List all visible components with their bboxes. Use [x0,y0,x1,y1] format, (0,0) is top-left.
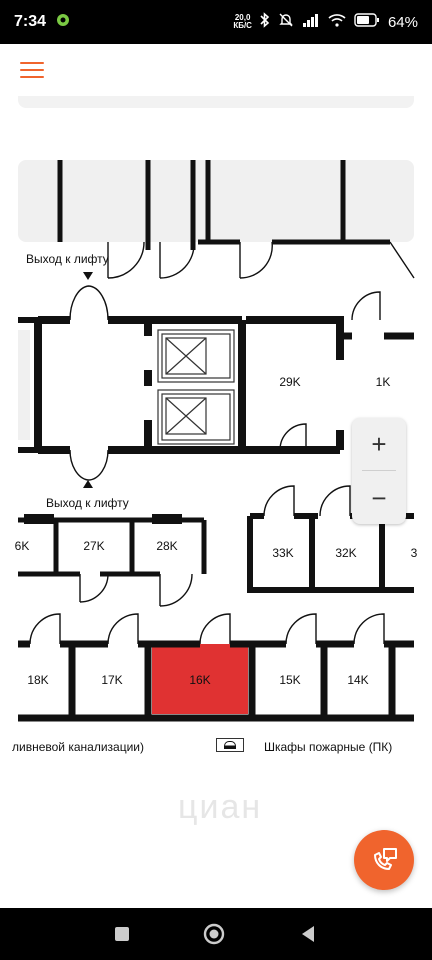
fire-cabinet-icon [216,738,244,752]
battery-icon [354,13,380,31]
room-15k-label[interactable]: 15K [279,673,301,687]
menu-icon [20,62,44,64]
zoom-in-button[interactable]: + [371,428,387,459]
room-16k-highlight [152,644,248,714]
exit-to-elevator-top-label: Выход к лифту [26,252,109,266]
back-icon [302,926,314,942]
recents-icon [115,927,129,941]
mute-bell-icon [278,12,294,32]
floor-plan-drawing [18,160,415,722]
status-time: 7:34 [14,13,47,30]
wifi-icon [328,13,346,31]
room-18k-label[interactable]: 18K [27,673,49,687]
back-button[interactable] [296,922,320,946]
floor-plan[interactable]: Выход к лифту Выход к лифту 29K 1K 6K 27… [0,150,432,770]
legend-drain-label: ливневой канализации) [12,740,144,754]
home-icon [203,923,225,945]
room-33k-label[interactable]: 33K [272,546,294,560]
recents-button[interactable] [110,922,134,946]
menu-button[interactable] [18,58,46,86]
bluetooth-icon [260,12,270,32]
room-27k-label[interactable]: 27K [83,539,105,553]
signal-icon [302,13,320,31]
room-26k-label[interactable]: 6K [14,539,30,553]
legend-cabinets-label: Шкафы пожарные (ПК) [264,740,393,754]
room-3x-label[interactable]: 3 [410,546,418,560]
room-16k-label[interactable]: 16K [189,673,211,687]
room-28k-label[interactable]: 28K [156,539,178,553]
info-card-bottom [18,96,414,108]
zoom-out-button[interactable]: − [371,482,387,513]
app-notification-icon [56,13,70,31]
room-1k-label[interactable]: 1K [375,375,391,389]
room-29k-label[interactable]: 29K [279,375,301,389]
battery-percent: 64% [387,13,418,31]
status-bar: 7:34 20,0 КБ/С 64% [0,0,432,44]
phone-chat-icon [374,848,397,870]
room-17k-label[interactable]: 17K [101,673,123,687]
call-button[interactable] [354,830,414,890]
room-14k-label[interactable]: 14K [347,673,369,687]
home-button[interactable] [202,922,226,946]
system-nav-bar [0,908,432,960]
room-32k-label[interactable]: 32K [335,546,357,560]
net-speed: 20,0 КБ/С [233,13,252,30]
top-rooms-block [18,160,414,242]
app-bar [0,44,432,100]
zoom-controls: + − [352,418,406,524]
cian-watermark: циан [178,788,263,826]
exit-to-elevator-bottom-label: Выход к лифту [46,496,129,510]
plan-legend: ливневой канализации) Шкафы пожарные (ПК… [0,738,432,760]
